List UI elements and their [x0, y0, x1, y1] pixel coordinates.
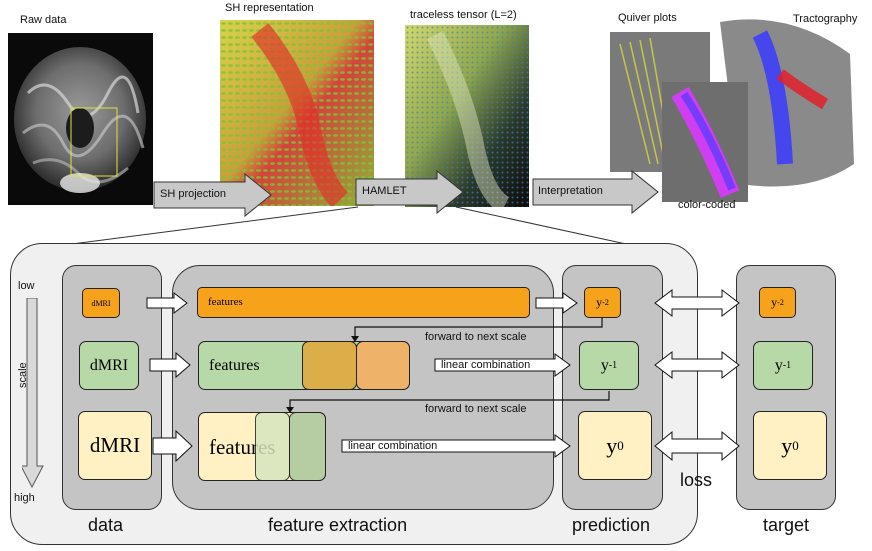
prediction-y-minus2: y-2 [584, 287, 621, 318]
hamlet-label: HAMLET [362, 185, 407, 197]
scale-low-label: low [18, 280, 35, 292]
data-section-label: data [88, 515, 124, 535]
hamlet-arrow [355, 170, 464, 214]
prediction-section-label: prediction [572, 515, 651, 535]
loss-arrow-row1 [654, 288, 740, 318]
forward-line-1 [354, 318, 603, 339]
forward-label-2: forward to next scale [425, 403, 527, 415]
features-row2-label: features [209, 357, 260, 374]
feature-extraction-section-label: feature extraction [268, 515, 408, 535]
forward-label-1: forward to next scale [425, 331, 527, 343]
tractography-title: Tractography [793, 13, 858, 25]
prediction-y-minus1-base: y [600, 356, 609, 374]
loss-arrow-row3 [654, 430, 740, 462]
features-row2-mixed-block [302, 341, 357, 390]
forward-line-2-head [286, 407, 294, 413]
prediction-y0-base: y [606, 432, 618, 458]
target-y-minus2: y-2 [759, 287, 796, 318]
target-y-minus1-exp: -1 [782, 360, 792, 371]
forward-line-1-head [351, 336, 359, 342]
features-to-pred-arrow-row1 [535, 292, 578, 314]
features-row1: features [197, 287, 530, 318]
color-coded-label: color-coded [678, 199, 736, 211]
input-arrow-row2 [149, 351, 191, 379]
target-y-minus2-exp: -2 [777, 298, 784, 307]
dmri-input-mid: dMRI [79, 341, 139, 390]
sh-projection-arrow [153, 173, 272, 217]
input-arrow-row3 [152, 429, 193, 463]
interpretation-label: Interpretation [538, 185, 603, 197]
target-y-minus1-base: y [774, 356, 783, 374]
target-y0-base: y [781, 432, 793, 458]
target-y0-exp: 0 [792, 437, 799, 453]
sh-projection-label: SH projection [160, 188, 227, 200]
prediction-y-minus1: y-1 [579, 341, 639, 390]
interpretation-arrow [532, 170, 659, 214]
features-row2-orange-overlay [356, 341, 410, 390]
linear-combination-arrow-row3 [341, 434, 571, 458]
traceless-tensor-image [405, 25, 529, 207]
input-arrow-row1 [146, 291, 188, 315]
loss-label: loss [680, 470, 713, 490]
forward-line-2 [289, 391, 610, 410]
dmri-input-large: dMRI [78, 411, 152, 480]
linear-combination-arrow-row2 [434, 353, 571, 377]
target-y-minus2-base: y [771, 295, 778, 309]
quiver-plots-title: Quiver plots [618, 12, 677, 24]
prediction-y0-exp: 0 [617, 437, 624, 453]
linear-combination-label-2: linear combination [348, 440, 438, 452]
prediction-y-minus2-exp: -2 [602, 298, 609, 307]
prediction-y-minus2-base: y [596, 295, 603, 309]
loss-arrow-row2 [654, 350, 740, 380]
raw-data-image [8, 33, 153, 205]
target-section-label: target [763, 515, 810, 535]
prediction-y-minus1-exp: -1 [608, 360, 618, 371]
sh-representation-title: SH representation [225, 2, 314, 14]
linear-combination-label-1: linear combination [441, 359, 531, 371]
scale-high-label: high [14, 492, 35, 504]
dmri-input-small: dMRI [82, 288, 120, 318]
traceless-tensor-title: traceless tensor (L=2) [410, 9, 517, 21]
target-y-minus1: y-1 [753, 341, 813, 390]
raw-data-title: Raw data [20, 14, 67, 26]
features-row3-mixed-block [255, 412, 290, 481]
quiver-tractography-image [610, 19, 854, 202]
features-row1-label: features [208, 296, 243, 308]
scale-arrow [22, 298, 44, 488]
